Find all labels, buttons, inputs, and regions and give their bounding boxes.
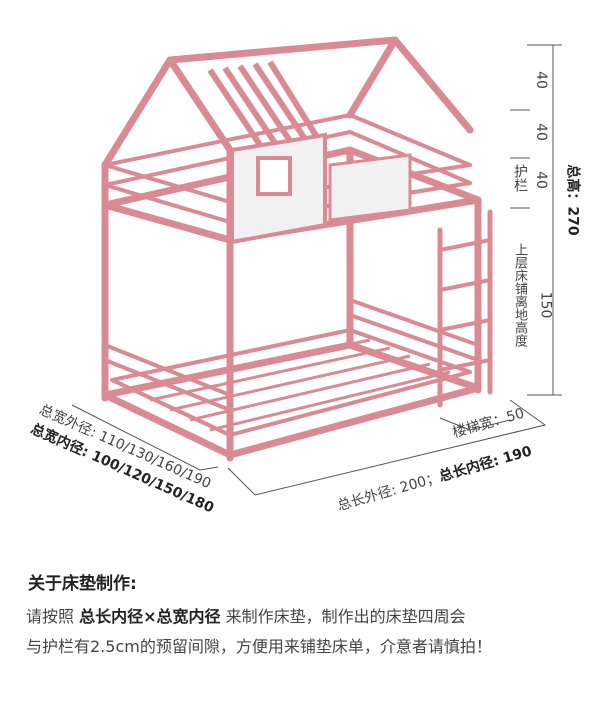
- mattress-note-line2: 与护栏有2.5cm的预留间隙，方便用来铺垫床单，介意者请慎拍！: [26, 637, 492, 656]
- bunk-bed-illustration: [71, 36, 562, 496]
- note-bold-formula: 总长内径×总宽内径: [79, 607, 221, 626]
- upper-bunk-height-label: 上层床铺离地高度: [512, 243, 527, 347]
- mattress-note-line1: 请按照 总长内径×总宽内径 来制作床垫，制作出的床垫四周会: [26, 603, 466, 627]
- guardrail-label: 护栏: [512, 164, 528, 192]
- height-seg4: 150: [537, 291, 554, 319]
- note-suffix: 来制作床垫，制作出的床垫四周会: [220, 607, 466, 626]
- height-seg1: 40: [532, 71, 549, 89]
- note-prefix: 请按照: [26, 607, 80, 626]
- height-seg2: 40: [532, 123, 549, 141]
- total-height-label: 总高：270: [564, 164, 581, 236]
- mattress-note-heading: 关于床垫制作:: [24, 569, 141, 596]
- height-seg3: 40: [532, 171, 549, 189]
